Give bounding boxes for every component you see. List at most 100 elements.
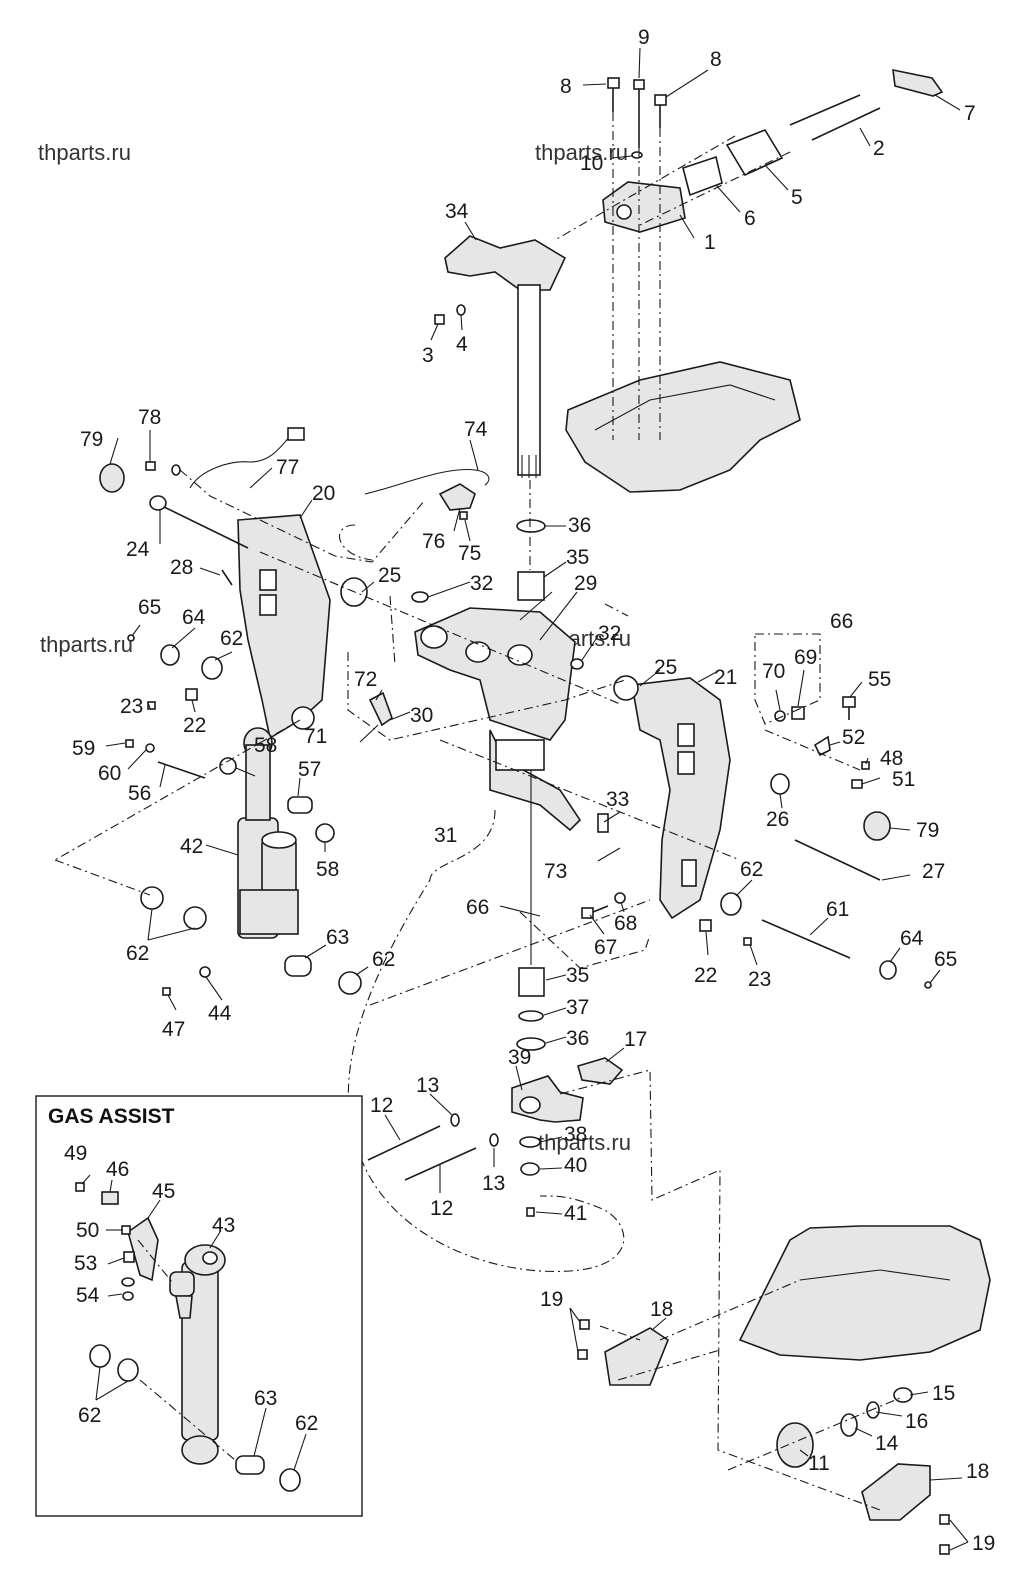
washer-36-upper bbox=[516, 519, 546, 533]
nut-15 bbox=[893, 1387, 913, 1403]
callout-label: 46 bbox=[106, 1158, 129, 1181]
washer-36-lower bbox=[516, 1037, 546, 1051]
callout-label: 65 bbox=[138, 596, 161, 619]
callout-label: 69 bbox=[794, 646, 817, 669]
collar-63-inset bbox=[235, 1455, 265, 1475]
callout-label: 24 bbox=[126, 538, 150, 561]
callout-label: 32 bbox=[470, 572, 493, 595]
washer-68 bbox=[614, 892, 626, 904]
washer-64-left bbox=[160, 644, 180, 666]
bush-35-upper bbox=[517, 571, 545, 601]
washer-14 bbox=[840, 1413, 858, 1437]
callout-label: 67 bbox=[594, 936, 617, 959]
callout-label: 53 bbox=[74, 1252, 97, 1275]
callout-label: 54 bbox=[76, 1284, 100, 1307]
callout-label: 3 bbox=[422, 344, 434, 367]
callout-label: 25 bbox=[654, 656, 677, 679]
lower-mount-bracket-39-bore bbox=[519, 1096, 541, 1114]
washer-60 bbox=[145, 743, 155, 753]
callout-label: 27 bbox=[922, 860, 945, 883]
ring-38 bbox=[519, 1136, 541, 1148]
screw-50 bbox=[121, 1225, 131, 1235]
washer-13-lower bbox=[489, 1133, 499, 1147]
watermark-text: thparts.ru bbox=[538, 1130, 631, 1155]
cap-79-left bbox=[99, 463, 125, 493]
callout-label: 13 bbox=[482, 1172, 505, 1195]
callout-label: 66 bbox=[466, 896, 489, 919]
callout-label: 26 bbox=[766, 808, 789, 831]
collar-63 bbox=[284, 955, 312, 977]
callout-label: 12 bbox=[370, 1094, 393, 1117]
power-trim-tilt-unit-42 bbox=[237, 727, 299, 939]
washer-10 bbox=[631, 151, 643, 159]
upper-arm-34 bbox=[444, 235, 567, 291]
callout-label: 6 bbox=[744, 207, 756, 230]
bolt-12-lower bbox=[404, 1147, 477, 1181]
callout-label: 60 bbox=[98, 762, 121, 785]
callout-label: 13 bbox=[416, 1074, 439, 1097]
dashed-assembly-lines bbox=[54, 112, 901, 1511]
lower-unit-housing bbox=[738, 1225, 991, 1361]
callout-label: 32 bbox=[598, 622, 621, 645]
cable-77 bbox=[189, 435, 291, 489]
bush-58-lower bbox=[315, 823, 335, 843]
clamp-bracket-20-boss bbox=[291, 706, 315, 730]
callout-label: 48 bbox=[880, 747, 903, 770]
callout-label: 23 bbox=[120, 695, 143, 718]
callout-label: 63 bbox=[326, 926, 349, 949]
screw-59 bbox=[125, 739, 134, 748]
clip-65-right bbox=[924, 981, 932, 989]
bracket-1-hole bbox=[616, 204, 632, 220]
callout-label: 72 bbox=[354, 668, 377, 691]
cable-77-connector bbox=[287, 427, 305, 441]
callout-label: 70 bbox=[762, 660, 785, 683]
clip-46 bbox=[101, 1191, 119, 1205]
nut-22-right bbox=[699, 919, 712, 932]
nut-26 bbox=[770, 773, 790, 795]
callout-label: 73 bbox=[544, 860, 567, 883]
callout-label: 62 bbox=[740, 858, 763, 881]
clip-65-left bbox=[127, 634, 135, 642]
clamp-bracket-21-slot bbox=[681, 859, 697, 887]
callout-label: 42 bbox=[180, 835, 203, 858]
bolt-19-upper bbox=[577, 1319, 590, 1360]
callout-label: 75 bbox=[458, 542, 481, 565]
clip-53 bbox=[123, 1251, 135, 1263]
clamp-bracket-21-slot bbox=[677, 751, 695, 775]
callout-label: 28 bbox=[170, 556, 193, 579]
bush-62-a bbox=[140, 886, 164, 910]
callout-label: 68 bbox=[614, 912, 637, 935]
clamp-bracket-20-slot bbox=[259, 569, 277, 591]
rod-27 bbox=[794, 839, 881, 881]
bush-58-upper bbox=[219, 757, 237, 775]
callout-label: 66 bbox=[830, 610, 853, 633]
callout-label: 19 bbox=[540, 1288, 563, 1311]
callout-label: 1 bbox=[704, 231, 716, 254]
pin-56 bbox=[157, 761, 206, 779]
bush-25-right bbox=[613, 675, 639, 701]
nut-69 bbox=[791, 706, 805, 720]
callout-label: 10 bbox=[580, 152, 603, 175]
bush-62-b bbox=[183, 906, 207, 930]
washer-44 bbox=[199, 966, 211, 978]
mount-rubber-11 bbox=[776, 1422, 814, 1468]
screw-41 bbox=[526, 1207, 535, 1217]
callout-label: 18 bbox=[966, 1460, 989, 1483]
callout-label: 25 bbox=[378, 564, 401, 587]
clamp-bracket-20 bbox=[237, 514, 331, 740]
bush-62-left bbox=[201, 656, 223, 680]
callout-label: 63 bbox=[254, 1387, 277, 1410]
callout-label: 64 bbox=[182, 606, 206, 629]
swivel-bracket bbox=[414, 607, 576, 741]
bracket-45 bbox=[127, 1216, 159, 1282]
callout-label: 41 bbox=[564, 1202, 587, 1225]
callout-label: 58 bbox=[254, 734, 277, 757]
washer-13-upper bbox=[450, 1113, 460, 1127]
callout-label: 2 bbox=[873, 137, 885, 160]
callout-label: 62 bbox=[78, 1404, 101, 1427]
callout-labels: 1 2 3 4 5 6 7 8 8 9 10 11 12 12 13 13 14… bbox=[64, 26, 995, 1555]
bolt-9 bbox=[633, 79, 645, 148]
washer-16 bbox=[866, 1401, 880, 1419]
bush-62-right bbox=[720, 892, 742, 916]
